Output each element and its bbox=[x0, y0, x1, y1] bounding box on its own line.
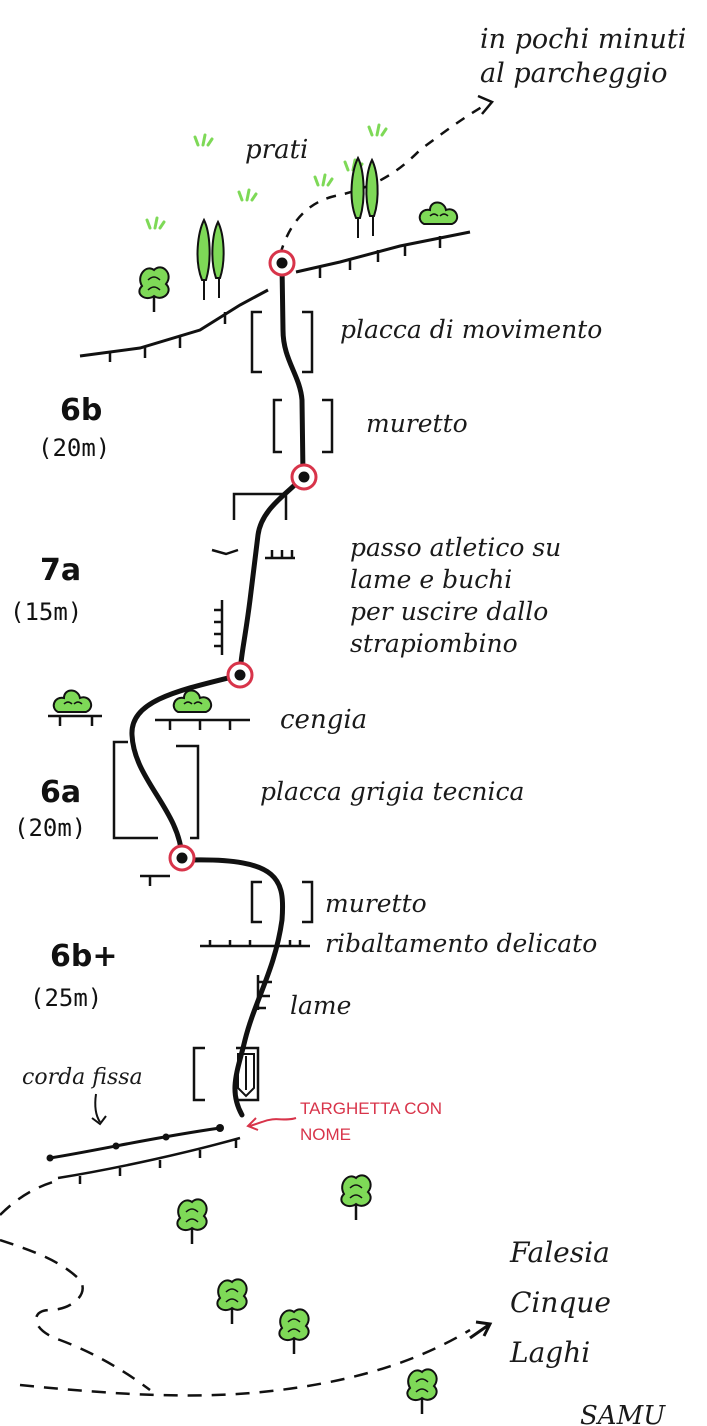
belay-icon bbox=[226, 661, 254, 689]
note-crag2: Cinque bbox=[510, 1286, 611, 1319]
note-athletic4: strapiombino bbox=[350, 629, 518, 658]
note-athletic3: per uscire dallo bbox=[350, 597, 548, 626]
belay-icon bbox=[168, 844, 196, 872]
to-parking-trail bbox=[278, 103, 486, 256]
base-ledge bbox=[57, 1136, 241, 1184]
tree-icon bbox=[196, 219, 225, 301]
arrow-icon bbox=[477, 94, 495, 115]
tree-icon bbox=[406, 1368, 438, 1416]
roof-marks bbox=[211, 548, 295, 655]
arrow-icon bbox=[91, 1093, 107, 1126]
note-athletic1: passo atletico su bbox=[350, 533, 561, 562]
belay-ledge bbox=[140, 874, 170, 886]
note-fixed-rope: corda fissa bbox=[22, 1065, 143, 1090]
pitch-length: (20m) bbox=[14, 814, 86, 842]
fixed-rope bbox=[49, 1126, 221, 1160]
arrow-icon bbox=[469, 1320, 493, 1340]
bracket-base bbox=[192, 1046, 260, 1102]
tree-icon bbox=[216, 1278, 248, 1326]
flakes-mark bbox=[256, 975, 272, 1010]
note-plate1: TARGHETTA CON bbox=[300, 1099, 442, 1118]
grass-icon bbox=[367, 123, 388, 137]
note-crag3: Laghi bbox=[509, 1336, 590, 1369]
note-meadows: prati bbox=[245, 135, 308, 165]
signature: SAMU bbox=[580, 1401, 666, 1426]
grass-icon bbox=[193, 133, 214, 147]
ledge-line bbox=[48, 714, 250, 730]
pitch-grade: 6b+ bbox=[50, 939, 118, 974]
note-top-line2: al parcheggio bbox=[480, 58, 668, 89]
plate-icon bbox=[237, 1053, 255, 1098]
route-line bbox=[129, 262, 306, 1118]
plate-arrow bbox=[246, 1117, 297, 1131]
pitch-grade: 6b bbox=[60, 393, 102, 428]
note-slab-moves: placca di movimento bbox=[340, 315, 602, 344]
note-top-line1: in pochi minuti bbox=[480, 24, 686, 55]
bush-icon bbox=[418, 201, 459, 225]
bracket-wall2 bbox=[250, 880, 314, 924]
pitch-grade: 6a bbox=[40, 775, 81, 810]
belay-icon bbox=[290, 463, 318, 491]
note-wall2: muretto bbox=[325, 889, 427, 918]
note-flakes: lame bbox=[290, 991, 351, 1020]
pitch-grade: 7a bbox=[40, 553, 81, 588]
grass-icon bbox=[237, 188, 258, 202]
mantle-line bbox=[200, 940, 310, 948]
bush-icon bbox=[52, 689, 93, 713]
grass-icon bbox=[313, 173, 334, 187]
note-plate2: NOME bbox=[300, 1125, 351, 1144]
note-wall1: muretto bbox=[366, 409, 468, 438]
tree-icon bbox=[278, 1308, 310, 1356]
tree-icon bbox=[340, 1174, 372, 1222]
bracket-athletic bbox=[232, 492, 288, 520]
bracket-slab bbox=[250, 310, 314, 374]
tree-icon bbox=[350, 157, 379, 239]
pitch-length: (15m) bbox=[10, 598, 82, 626]
note-athletic2: lame e buchi bbox=[350, 565, 512, 594]
bracket-wall1 bbox=[272, 398, 334, 454]
pitch-length: (20m) bbox=[38, 434, 110, 462]
grass-icon bbox=[145, 216, 166, 230]
note-crag1: Falesia bbox=[509, 1236, 610, 1269]
note-ledge: cengia bbox=[280, 705, 367, 735]
note-mantle: ribaltamento delicato bbox=[325, 929, 597, 958]
cliff-ticks-top bbox=[108, 236, 442, 362]
bracket-grey-slab bbox=[112, 740, 200, 840]
cliff-edge-top bbox=[79, 230, 471, 358]
note-grey-slab: placca grigia tecnica bbox=[260, 777, 524, 806]
pitch-length: (25m) bbox=[30, 984, 102, 1012]
tree-icon bbox=[176, 1198, 208, 1246]
bush-icon bbox=[138, 266, 170, 314]
approach-trail bbox=[0, 1178, 471, 1397]
belay-icon bbox=[268, 249, 296, 277]
